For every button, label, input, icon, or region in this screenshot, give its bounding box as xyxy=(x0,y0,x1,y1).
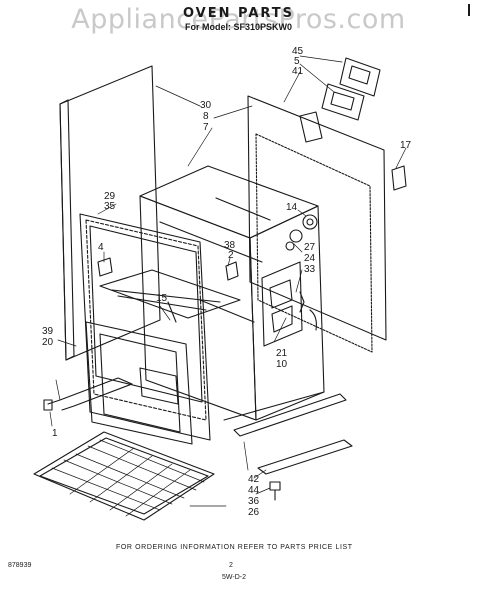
front-frame xyxy=(79,213,211,441)
callout-7: 7 xyxy=(203,122,209,133)
callout-14: 14 xyxy=(286,202,298,213)
callout-30: 30 xyxy=(200,100,212,111)
callout-5: 5 xyxy=(294,56,300,67)
callout-20: 20 xyxy=(42,337,54,348)
callout-33: 33 xyxy=(304,264,316,275)
callout-2: 2 xyxy=(228,250,234,261)
callout-27: 27 xyxy=(304,242,316,253)
page-number: 2 xyxy=(229,562,233,569)
callout-44: 44 xyxy=(248,485,260,496)
leader-lines xyxy=(49,55,407,507)
bake-element xyxy=(43,377,133,411)
vent-plate-lower xyxy=(321,83,365,121)
leveling-leg xyxy=(269,481,281,501)
callout-1: 1 xyxy=(52,428,58,439)
callout-35: 35 xyxy=(104,201,116,212)
callout-41: 41 xyxy=(292,66,304,77)
vent-plate-upper xyxy=(339,57,381,97)
callout-39: 39 xyxy=(42,326,54,337)
oven-cavity xyxy=(139,165,325,421)
bracket-38 xyxy=(225,261,239,281)
callout-4: 4 xyxy=(98,242,104,253)
ordering-note: FOR ORDERING INFORMATION REFER TO PARTS … xyxy=(116,544,353,551)
callout-15: 15 xyxy=(156,293,168,304)
bracket-4 xyxy=(97,257,113,277)
bracket-17 xyxy=(391,165,407,191)
rear-panel xyxy=(247,95,387,341)
broil-element xyxy=(99,269,241,323)
corner-mark xyxy=(468,4,470,16)
doc-number: 878939 xyxy=(8,562,32,569)
callout-21: 21 xyxy=(276,348,288,359)
watermark: AppliancePartsPros.com xyxy=(71,4,406,35)
back-insulation xyxy=(255,133,373,353)
callout-45: 45 xyxy=(292,46,304,57)
bottom-rail xyxy=(223,391,353,475)
doc-code: 5W-D-2 xyxy=(222,574,246,581)
page-title: OVEN PARTS xyxy=(182,6,295,21)
oven-liner xyxy=(85,321,193,445)
callout-36: 36 xyxy=(248,496,260,507)
callout-29: 29 xyxy=(104,191,116,202)
callout-17: 17 xyxy=(400,140,412,151)
callout-42: 42 xyxy=(248,474,260,485)
callout-26: 26 xyxy=(248,507,260,518)
callout-10: 10 xyxy=(276,359,288,370)
oven-rack xyxy=(33,431,215,521)
callout-38: 38 xyxy=(224,240,236,251)
side-panel xyxy=(59,65,161,361)
callout-8: 8 xyxy=(203,111,209,122)
callout-24: 24 xyxy=(304,253,316,264)
model-subtitle: For Model: SF310PSKW0 xyxy=(184,22,292,32)
